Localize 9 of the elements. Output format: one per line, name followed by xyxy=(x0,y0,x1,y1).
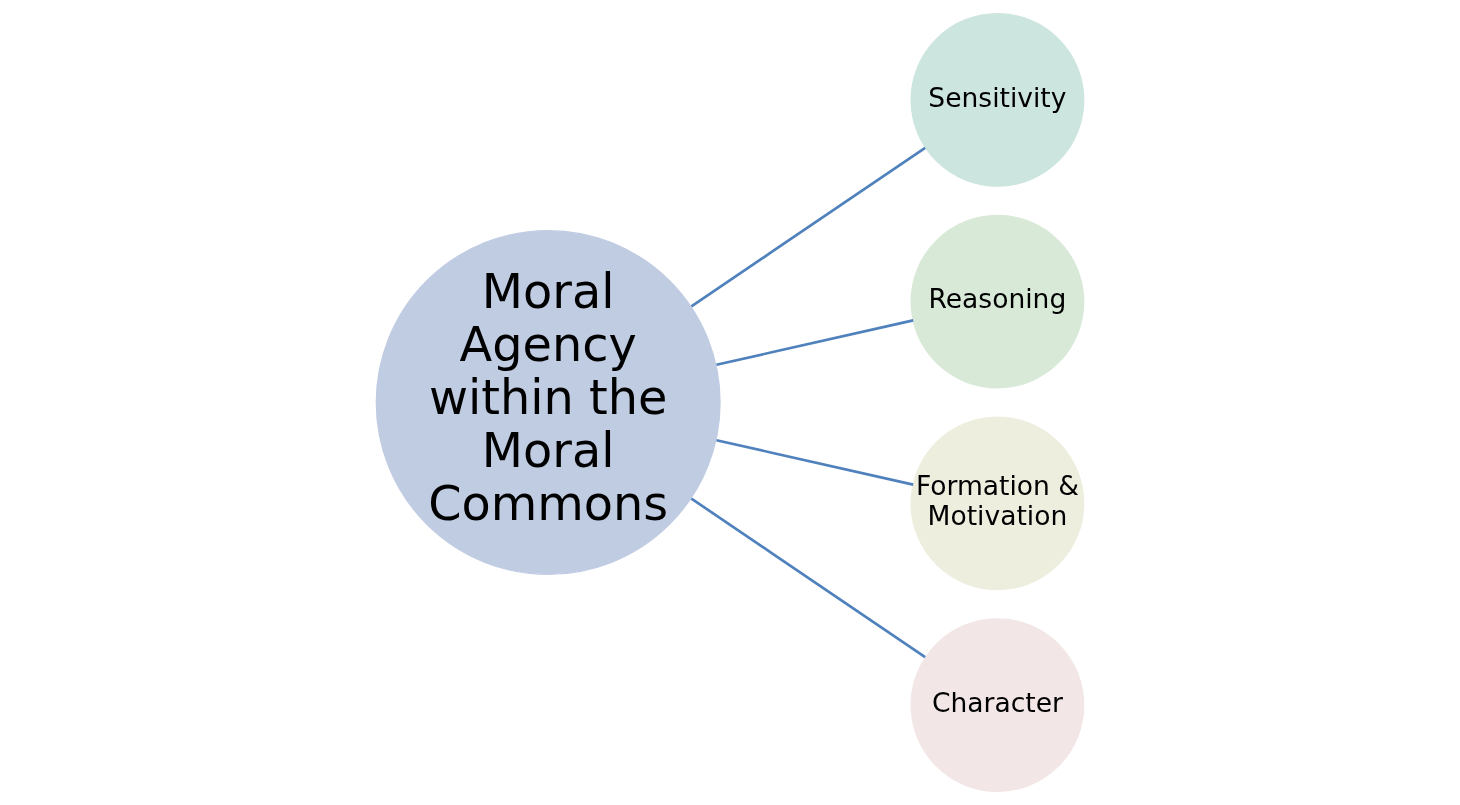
connector xyxy=(716,319,914,367)
connector xyxy=(690,146,926,308)
connector xyxy=(690,497,926,659)
node-circle: Sensitivity xyxy=(910,12,1085,187)
node-circle: Moral Agency within the Moral Commons xyxy=(375,229,721,576)
node-circle: Reasoning xyxy=(910,214,1085,389)
node-circle: Character xyxy=(910,618,1085,793)
node-circle: Formation & Motivation xyxy=(910,416,1085,591)
connector xyxy=(716,438,914,486)
